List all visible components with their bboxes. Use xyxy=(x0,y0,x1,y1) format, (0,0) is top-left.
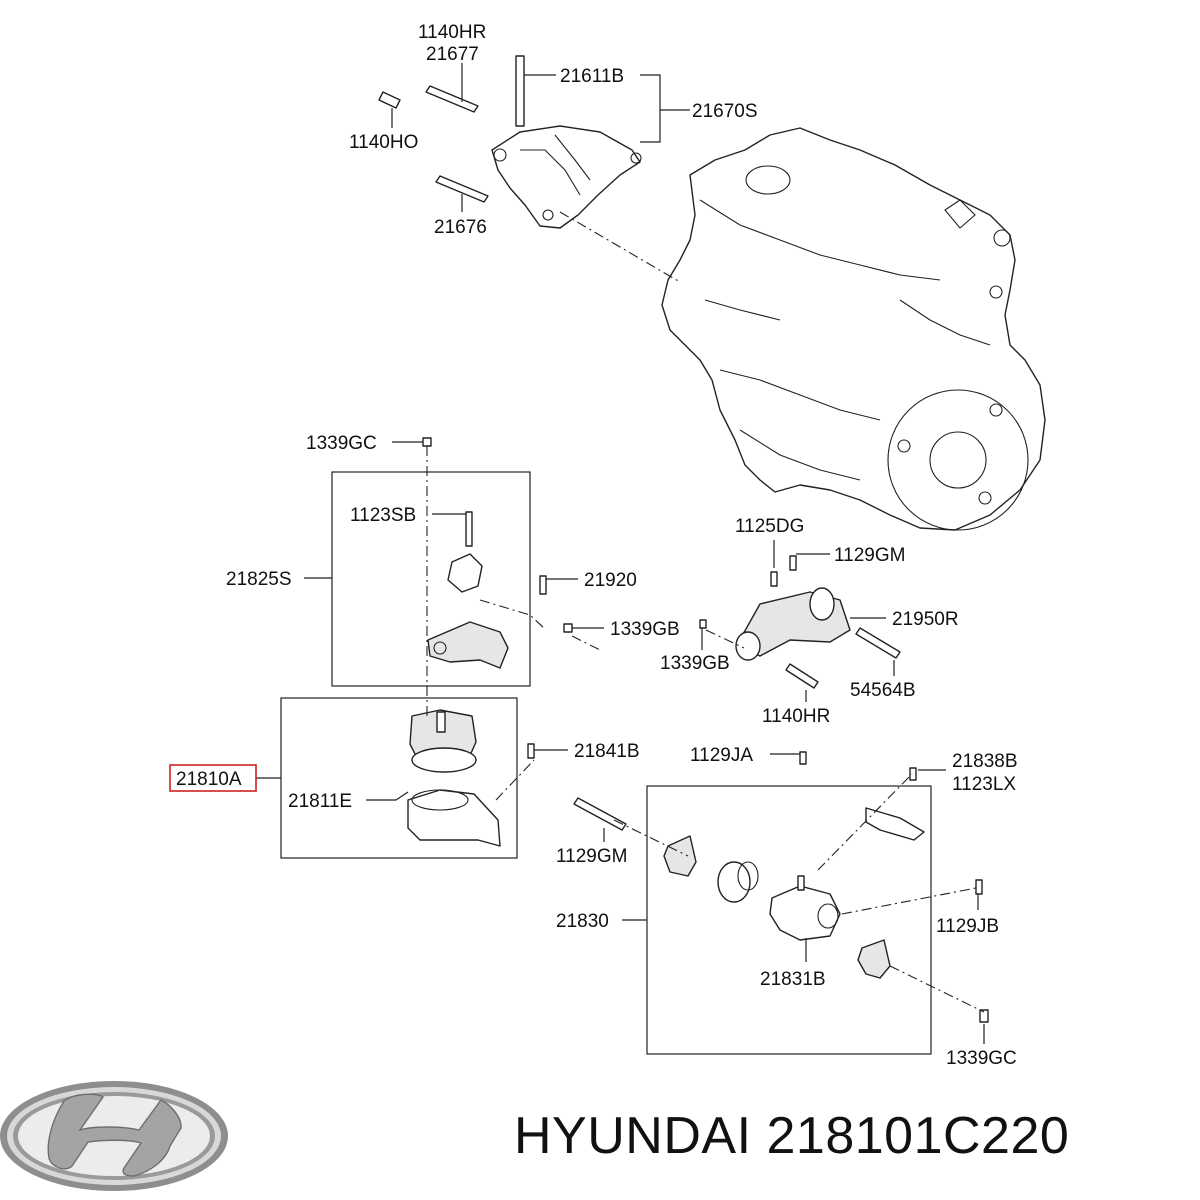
label-1129JB: 1129JB xyxy=(936,916,999,937)
label-21838B: 21838B xyxy=(952,751,1018,772)
label-21950R: 21950R xyxy=(892,609,959,630)
label-21670S: 21670S xyxy=(692,101,758,122)
label-1140HR-top: 1140HR xyxy=(418,22,486,43)
label-1123SB: 1123SB xyxy=(350,505,416,526)
assembly-lines xyxy=(426,211,985,1013)
hyundai-logo-icon xyxy=(0,1081,228,1191)
engine-block-illustration xyxy=(661,127,1046,531)
label-21831B: 21831B xyxy=(760,969,826,990)
footer-part-number: 218101C220 xyxy=(766,1107,1070,1165)
highlight-box-21810A xyxy=(169,764,257,792)
footer-brand: HYUNDAI xyxy=(514,1107,752,1165)
label-21920: 21920 xyxy=(584,570,637,591)
engine-bracket-illustration xyxy=(378,55,642,229)
label-1339GC-top: 1339GC xyxy=(306,433,377,454)
label-1123LX: 1123LX xyxy=(952,774,1016,795)
label-1129JA: 1129JA xyxy=(690,745,753,766)
label-21830: 21830 xyxy=(556,911,609,932)
footer-brand-part-number: HYUNDAI 218101C220 xyxy=(514,1106,1069,1166)
label-1339GC-b: 1339GC xyxy=(946,1048,1017,1069)
part-labels: 1140HR 21677 21611B 21670S 1140HO 21676 … xyxy=(176,22,1018,1069)
label-21677: 21677 xyxy=(426,44,479,65)
label-21611B: 21611B xyxy=(560,66,624,87)
label-1339GB-a: 1339GB xyxy=(610,619,680,640)
label-21825S: 21825S xyxy=(226,569,292,590)
label-21841B: 21841B xyxy=(574,741,640,762)
label-1129GM-a: 1129GM xyxy=(834,545,905,566)
engine-mount-illustration xyxy=(407,709,535,847)
label-21810A: 21810A xyxy=(176,769,242,790)
label-1129GM-b: 1129GM xyxy=(556,846,627,867)
label-1339GB-b: 1339GB xyxy=(660,653,730,674)
upper-mount-frame xyxy=(331,471,531,687)
label-54564B: 54564B xyxy=(850,680,916,701)
label-21811E: 21811E xyxy=(288,791,352,812)
label-1140HR-b: 1140HR xyxy=(762,706,830,727)
label-1140HO: 1140HO xyxy=(349,132,418,153)
label-1125DG: 1125DG xyxy=(735,516,804,537)
torque-rod-illustration xyxy=(699,555,901,689)
label-21676: 21676 xyxy=(434,217,487,238)
transmission-mount-illustration xyxy=(573,751,989,1023)
leader-lines xyxy=(256,63,985,1044)
